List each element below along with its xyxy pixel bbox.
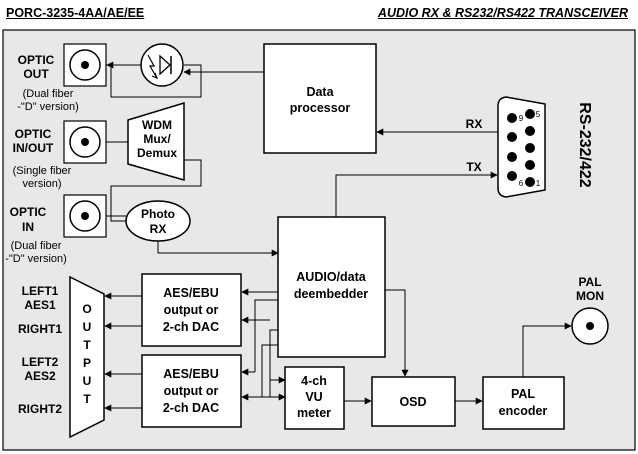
pal-mon-pin xyxy=(586,322,594,330)
data-processor-label-1: Data xyxy=(306,85,334,99)
wdm-label-3: Demux xyxy=(137,146,177,160)
output-right2-label: RIGHT2 xyxy=(18,402,62,416)
optic-inout-note-1: (Single fiber xyxy=(13,165,72,177)
output-letter-4: P xyxy=(83,356,91,370)
aes-ebu-1-label-1: AES/EBU xyxy=(163,286,219,300)
wdm-mux-demux xyxy=(127,101,185,181)
osd-label: OSD xyxy=(399,395,426,409)
aes-ebu-block-1 xyxy=(141,273,242,347)
optic-out-connector xyxy=(63,43,107,87)
pal-mon-label-2: MON xyxy=(576,289,604,303)
data-processor-label-2: processor xyxy=(290,101,351,115)
pal-mon-label-1: PAL xyxy=(578,275,601,289)
pal-encoder-label-2: encoder xyxy=(499,404,548,418)
pal-encoder-block xyxy=(482,376,565,430)
rs232-422-label: RS-232/422 xyxy=(576,102,593,187)
db9-connector-icon xyxy=(497,96,546,198)
optic-inout-connector xyxy=(63,120,107,164)
optic-out-label-2: OUT xyxy=(23,67,49,81)
output-letter-1: O xyxy=(82,302,91,316)
vu-meter-label-3: meter xyxy=(297,406,331,420)
audio-deembedder-label-1: AUDIO/data xyxy=(296,270,367,284)
connections xyxy=(104,61,572,412)
optic-out-label-1: OPTIC xyxy=(18,53,55,67)
wdm-label-1: WDM xyxy=(142,118,172,132)
optic-in-connector xyxy=(63,194,107,238)
model-number: PORC-3235-4AA/AE/EE xyxy=(6,6,145,20)
db9-pin-9-label: 9 xyxy=(519,114,524,123)
optic-out-note-1: (Dual fiber xyxy=(23,88,74,100)
laser-tx-icon xyxy=(140,43,184,87)
output-left2-label: LEFT2 xyxy=(22,355,59,369)
optic-in-note-2: -"D" version) xyxy=(5,253,67,265)
data-processor-block xyxy=(263,43,377,154)
aes-ebu-block-2 xyxy=(141,354,242,428)
optic-inout-label-2: IN/OUT xyxy=(13,141,54,155)
db9-pin-1-label: 1 xyxy=(536,179,541,188)
audio-deembedder-block xyxy=(277,216,386,358)
output-letter-3: T xyxy=(83,338,91,352)
optic-in-label-2: IN xyxy=(22,220,34,234)
photo-rx-label-1: Photo xyxy=(141,207,175,221)
wdm-label-2: Mux/ xyxy=(143,132,171,146)
osd-block xyxy=(371,376,456,427)
optic-in-note-1: (Dual fiber xyxy=(11,240,62,252)
output-letter-5: U xyxy=(83,374,92,388)
optic-in-label-1: OPTIC xyxy=(10,205,47,219)
output-aes2-label: AES2 xyxy=(24,369,56,383)
vu-meter-block xyxy=(284,366,345,430)
vu-meter-label-2: VU xyxy=(305,390,322,404)
aes-ebu-2-label-3: 2-ch DAC xyxy=(163,401,219,415)
optic-inout-label-1: OPTIC xyxy=(15,127,52,141)
output-aes1-label: AES1 xyxy=(24,298,56,312)
output-connector xyxy=(69,275,105,439)
db9-pin-5-label: 5 xyxy=(536,110,541,119)
output-letter-6: T xyxy=(83,392,91,406)
output-letter-2: U xyxy=(83,320,92,334)
optic-inout-note-2: version) xyxy=(22,178,61,190)
output-left1-label: LEFT1 xyxy=(22,284,59,298)
aes-ebu-2-label-1: AES/EBU xyxy=(163,367,219,381)
diagram-title: AUDIO RX & RS232/RS422 TRANSCEIVER xyxy=(377,6,628,20)
aes-ebu-1-label-3: 2-ch DAC xyxy=(163,320,219,334)
vu-meter-label-1: 4-ch xyxy=(301,374,327,388)
output-right1-label: RIGHT1 xyxy=(18,322,62,336)
optic-out-note-2: -"D" version) xyxy=(17,101,79,113)
rx-label: RX xyxy=(466,117,483,131)
aes-ebu-1-label-2: output or xyxy=(164,303,219,317)
pal-encoder-label-1: PAL xyxy=(511,387,535,401)
aes-ebu-2-label-2: output or xyxy=(164,384,219,398)
db9-pin-6-label: 6 xyxy=(519,179,524,188)
audio-deembedder-label-2: deembedder xyxy=(294,287,368,301)
tx-label: TX xyxy=(466,160,481,174)
photo-rx-label-2: RX xyxy=(150,222,167,236)
